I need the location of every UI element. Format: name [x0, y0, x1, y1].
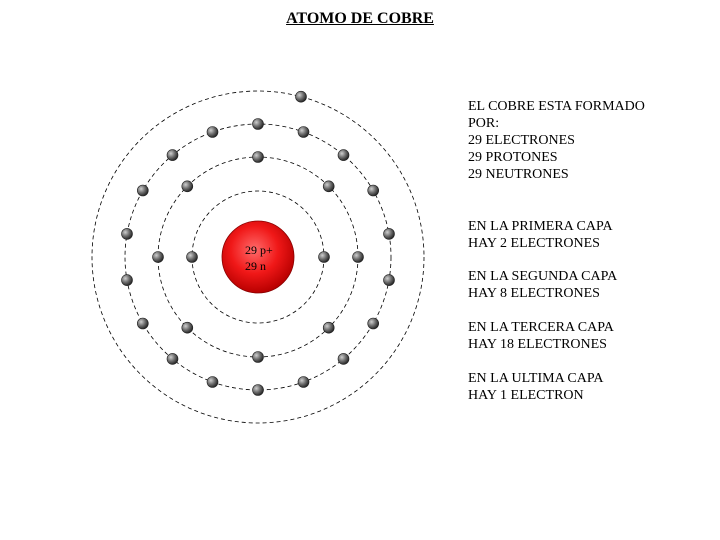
nucleus — [221, 220, 295, 294]
info-line: HAY 1 ELECTRON — [468, 388, 584, 403]
electron-shell-2 — [322, 180, 335, 193]
shell-1-text: EN LA PRIMERA CAPA HAY 2 ELECTRONES — [468, 218, 613, 252]
info-line: 29 NEUTRONES — [468, 167, 569, 182]
nucleus-neutrons-label: 29 n — [245, 259, 266, 273]
electron-shell-3 — [166, 149, 179, 161]
electron-shell-1 — [186, 251, 198, 263]
electron-shell-2 — [181, 180, 194, 193]
info-line: HAY 18 ELECTRONES — [468, 337, 607, 352]
electron-shell-3 — [297, 126, 310, 138]
electron-shell-2 — [322, 321, 335, 334]
composition-text: EL COBRE ESTA FORMADO POR: 29 ELECTRONES… — [468, 98, 645, 183]
info-line: EN LA TERCERA CAPA — [468, 320, 614, 335]
electron-shell-2 — [352, 251, 364, 263]
shell-3-text: EN LA TERCERA CAPA HAY 18 ELECTRONES — [468, 319, 614, 353]
electron-shell-3 — [367, 184, 380, 197]
electron-shell-4 — [295, 90, 307, 103]
electron-shell-2 — [252, 151, 264, 163]
electron-shell-3 — [206, 376, 219, 388]
nucleus-protons-label: 29 p+ — [245, 243, 273, 257]
electron-shell-3 — [206, 126, 219, 138]
page-title: ATOMO DE COBRE — [286, 10, 434, 27]
info-line: EN LA ULTIMA CAPA — [468, 371, 604, 386]
electron-shell-2 — [252, 351, 264, 363]
shell-4-text: EN LA ULTIMA CAPA HAY 1 ELECTRON — [468, 370, 604, 404]
electrons-group — [121, 90, 395, 396]
electron-shell-2 — [181, 321, 194, 334]
electron-shell-3 — [121, 274, 133, 286]
electron-shell-3 — [252, 118, 264, 130]
electron-shell-3 — [137, 184, 149, 197]
electron-shell-3 — [166, 353, 179, 365]
shell-2-text: EN LA SEGUNDA CAPA HAY 8 ELECTRONES — [468, 268, 617, 302]
info-line: 29 PROTONES — [468, 150, 558, 165]
electron-shell-2 — [152, 251, 164, 263]
electron-shell-3 — [367, 317, 380, 330]
info-line: 29 ELECTRONES — [468, 133, 575, 148]
info-line: HAY 8 ELECTRONES — [468, 286, 600, 301]
electron-shell-1 — [318, 251, 330, 263]
orbit-shell-4 — [91, 90, 425, 424]
electron-shell-3 — [137, 317, 149, 330]
info-line: EN LA SEGUNDA CAPA — [468, 269, 618, 284]
electron-shell-3 — [383, 274, 395, 286]
info-line: HAY 2 ELECTRONES — [468, 236, 600, 251]
info-line: POR: — [468, 116, 500, 131]
electron-shell-3 — [337, 149, 350, 161]
electron-shell-3 — [383, 228, 395, 240]
electron-shell-3 — [297, 376, 310, 388]
info-line: EL COBRE ESTA FORMADO — [468, 99, 645, 114]
info-line: EN LA PRIMERA CAPA — [468, 219, 613, 234]
electron-shell-3 — [121, 228, 133, 240]
electron-shell-3 — [337, 353, 350, 365]
electron-shell-3 — [252, 384, 264, 396]
